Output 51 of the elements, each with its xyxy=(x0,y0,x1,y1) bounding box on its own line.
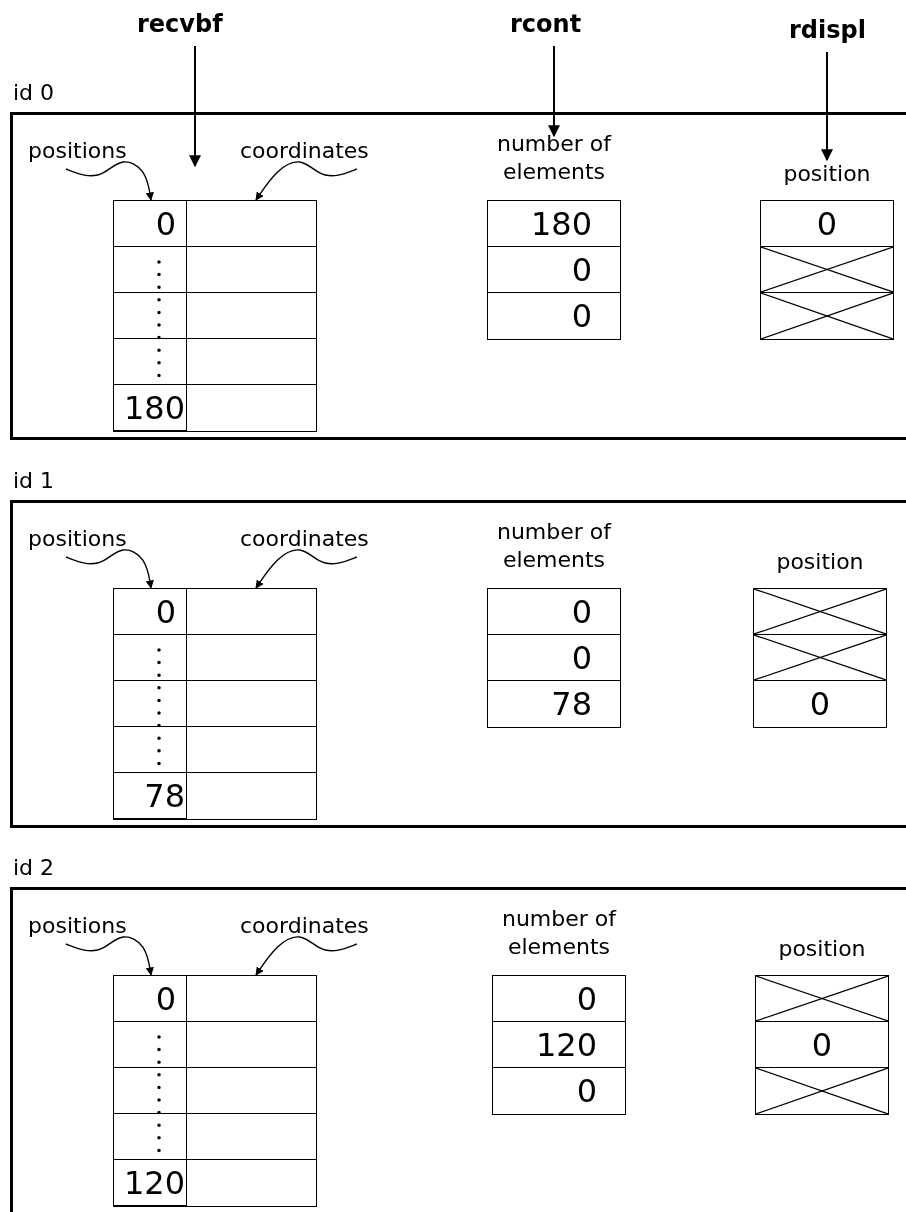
column-label: coordinates xyxy=(240,913,369,938)
cell-value: 0 xyxy=(576,980,597,1018)
column-label: positions xyxy=(28,526,127,551)
coordinate-column xyxy=(186,200,317,432)
cell-value: 0 xyxy=(155,592,176,633)
curved-arrow xyxy=(65,161,154,201)
variable-name: rcont xyxy=(510,10,582,38)
variable-name: rdispl xyxy=(789,16,866,44)
cell-value: 78 xyxy=(144,776,185,817)
arrow xyxy=(821,51,833,162)
cell-value: 0 xyxy=(155,204,176,245)
curved-arrow xyxy=(65,549,154,589)
index-column xyxy=(113,200,187,432)
column-heading: position xyxy=(775,548,865,576)
column-heading: number of elements xyxy=(495,518,613,574)
index-column xyxy=(113,975,187,1207)
cell-value: 0 xyxy=(576,1072,597,1110)
cell-value: 0 xyxy=(155,979,176,1020)
cell-value: 0 xyxy=(571,593,592,631)
arrow xyxy=(189,45,201,168)
cell-value: 0 xyxy=(571,251,592,289)
arrow xyxy=(548,45,560,138)
index-column xyxy=(113,588,187,820)
panel-heading: id 0 xyxy=(13,80,55,105)
cell-value: 0 xyxy=(809,685,831,723)
cell-value: 78 xyxy=(551,685,592,723)
variable-name: recvbf xyxy=(137,10,223,38)
cell-value: 0 xyxy=(571,639,592,677)
panel-heading: id 2 xyxy=(13,855,55,880)
cell-value: 120 xyxy=(535,1026,597,1064)
column-label: positions xyxy=(28,913,127,938)
curved-arrow xyxy=(255,549,358,589)
coordinate-column xyxy=(186,588,317,820)
panel-heading: id 1 xyxy=(13,468,55,493)
column-label: coordinates xyxy=(240,138,369,163)
column-heading: position xyxy=(777,935,867,963)
curved-arrow xyxy=(255,936,358,976)
column-heading: position xyxy=(782,160,872,188)
cell-value: 0 xyxy=(571,297,592,335)
column-heading: number of elements xyxy=(495,130,613,186)
cell-value: 180 xyxy=(123,388,185,429)
cell-value: 180 xyxy=(530,205,592,243)
cell-value: 120 xyxy=(123,1163,185,1204)
curved-arrow xyxy=(255,161,358,201)
cell-value: 0 xyxy=(816,205,838,243)
curved-arrow xyxy=(65,936,154,976)
coordinate-column xyxy=(186,975,317,1207)
cell-value: 0 xyxy=(811,1026,833,1064)
column-label: coordinates xyxy=(240,526,369,551)
column-label: positions xyxy=(28,138,127,163)
column-heading: number of elements xyxy=(500,905,618,961)
